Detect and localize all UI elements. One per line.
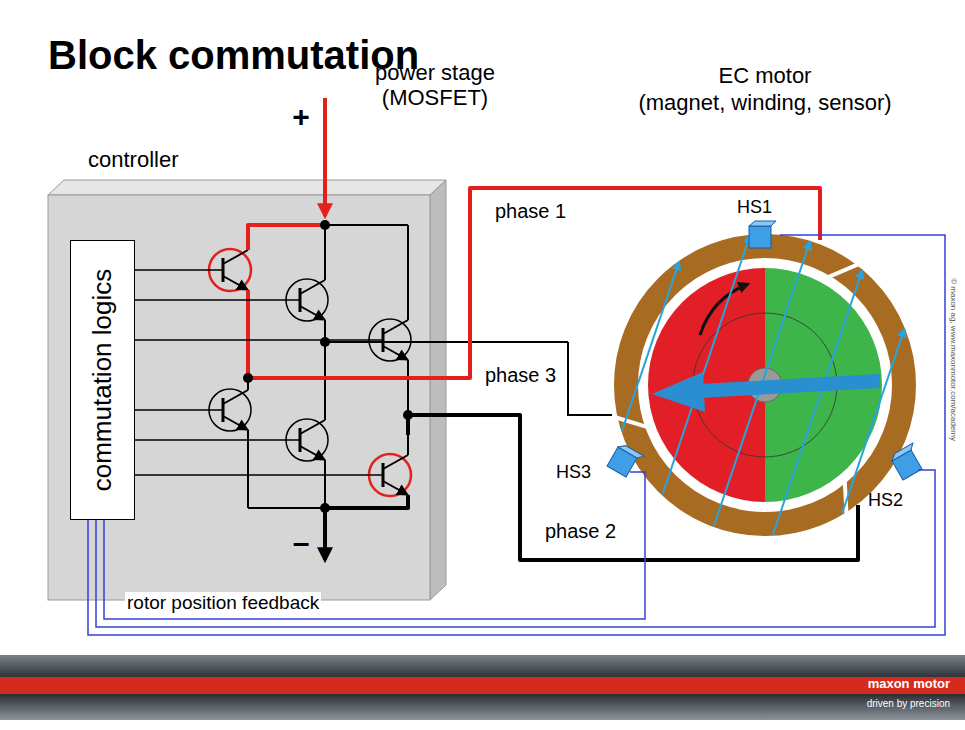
brand-slogan: driven by precision [760, 698, 950, 710]
feedback-wire [88, 235, 945, 635]
slide-title: Block commutation [48, 32, 419, 78]
sensor-label: HS1 [737, 197, 787, 218]
phase-label: phase 1 [495, 200, 605, 223]
ec-motor [614, 236, 904, 535]
gate-lines [135, 270, 383, 475]
sensor-label: HS2 [868, 490, 918, 511]
junction-dots [243, 220, 413, 513]
minus-sign: – [286, 526, 316, 561]
motor-subheading: (magnet, winding, sensor) [595, 90, 935, 115]
copyright-watermark: © maxon ag, www.maxonmotor.com/academy [948, 250, 957, 470]
phase-label: phase 2 [545, 520, 635, 543]
mosfet-symbols [209, 225, 411, 508]
commutation-logic-block: commutation logics [70, 240, 135, 520]
controller-box: controllercommutation logics [48, 195, 430, 600]
power-rails [248, 225, 612, 508]
logic-label: commutation logics [88, 269, 118, 492]
hall-sensors [607, 221, 926, 480]
feedback-wires [96, 470, 935, 627]
brand-name: maxon motor [760, 677, 950, 692]
controller-housing [48, 180, 446, 600]
controller-heading: controller [88, 147, 288, 172]
sensor-label: HS3 [556, 462, 606, 483]
phase-label: phase 3 [485, 364, 565, 387]
edge-label: rotor position feedback [125, 592, 321, 614]
footer-band [0, 655, 965, 720]
plus-sign: + [286, 100, 316, 135]
motor-heading: EC motor [595, 63, 935, 88]
